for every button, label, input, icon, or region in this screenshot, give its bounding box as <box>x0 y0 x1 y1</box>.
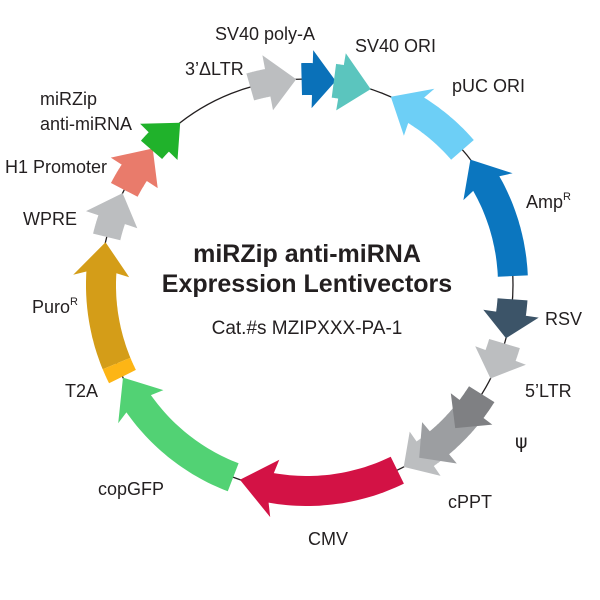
feature-arrows <box>73 50 539 518</box>
label-puro-superscript: R <box>70 296 78 308</box>
label-puc-ori: pUC ORI <box>452 76 525 96</box>
label-copgfp-text: copGFP <box>98 479 164 499</box>
label-puro: PuroR <box>32 296 78 317</box>
feature-arrow-mirzip <box>140 122 181 160</box>
feature-arrow-copgfp <box>118 377 239 492</box>
label-wpre-text: WPRE <box>23 209 77 229</box>
label-rsv: RSV <box>545 309 582 329</box>
title-line-1: miRZip anti-miRNA <box>193 240 421 268</box>
catalog-number: Cat.#s MZIPXXX-PA-1 <box>212 318 403 339</box>
label-amp-superscript: R <box>563 191 571 203</box>
feature-arrow-puc-ori <box>390 88 474 160</box>
label-t2a: T2A <box>65 381 98 401</box>
feature-arrow-wpre <box>86 193 138 241</box>
label-amp-text: Amp <box>526 192 563 212</box>
feature-arrow-puro <box>73 242 131 370</box>
feature-arrow-h1 <box>110 148 158 197</box>
label-sv40-poly-a: SV40 poly-A <box>215 24 315 44</box>
feature-arrow-sv40-polya <box>301 50 336 109</box>
label-puc-ori-text: pUC ORI <box>452 76 525 96</box>
label-mirzip-line1: miRZip <box>40 89 97 109</box>
label-psi-text: ψ <box>515 431 528 453</box>
label-3-ltr: 3’ΔLTR <box>185 59 244 79</box>
label-rsv-text: RSV <box>545 309 582 329</box>
label-sv40-ori: SV40 ORI <box>355 36 436 56</box>
feature-arrow-amp <box>463 159 528 277</box>
feature-arrow-psi <box>450 386 495 429</box>
label-mirzip-line2: anti-miRNA <box>40 114 132 134</box>
label-sv40-poly-a-text: SV40 poly-A <box>215 24 315 44</box>
label-amp: AmpR <box>526 191 571 212</box>
label-wpre: WPRE <box>23 209 77 229</box>
label-psi: ψ <box>515 431 528 453</box>
feature-arrow-ltr3 <box>246 55 297 111</box>
label-t2a-text: T2A <box>65 381 98 401</box>
label-5-ltr-text: 5’LTR <box>525 381 572 401</box>
label-puro-text: Puro <box>32 297 70 317</box>
map-title: miRZip anti-miRNA Expression Lentivector… <box>162 240 452 339</box>
feature-arrow-t2a <box>102 357 136 384</box>
feature-arrow-rsv <box>483 298 539 339</box>
label-cppt-text: cPPT <box>448 492 492 512</box>
feature-arrow-sv40-ori <box>331 53 371 111</box>
feature-labels: 3’ΔLTR SV40 poly-A SV40 ORI pUC ORI AmpR… <box>5 24 582 549</box>
title-line-2: Expression Lentivectors <box>162 270 452 298</box>
label-3-ltr-text: 3’ΔLTR <box>185 59 244 79</box>
label-cmv: CMV <box>308 529 348 549</box>
label-h1-promoter-text: H1 Promoter <box>5 157 107 177</box>
label-copgfp: copGFP <box>98 479 164 499</box>
feature-arrow-ltr5 <box>475 339 526 379</box>
label-cmv-text: CMV <box>308 529 348 549</box>
label-5-ltr: 5’LTR <box>525 381 572 401</box>
label-cppt: cPPT <box>448 492 492 512</box>
feature-arrow-cmv <box>239 456 404 518</box>
label-mirzip-line1-text: miRZip <box>40 89 97 109</box>
label-sv40-ori-text: SV40 ORI <box>355 36 436 56</box>
label-mirzip-line2-text: anti-miRNA <box>40 114 132 134</box>
label-h1-promoter: H1 Promoter <box>5 157 107 177</box>
